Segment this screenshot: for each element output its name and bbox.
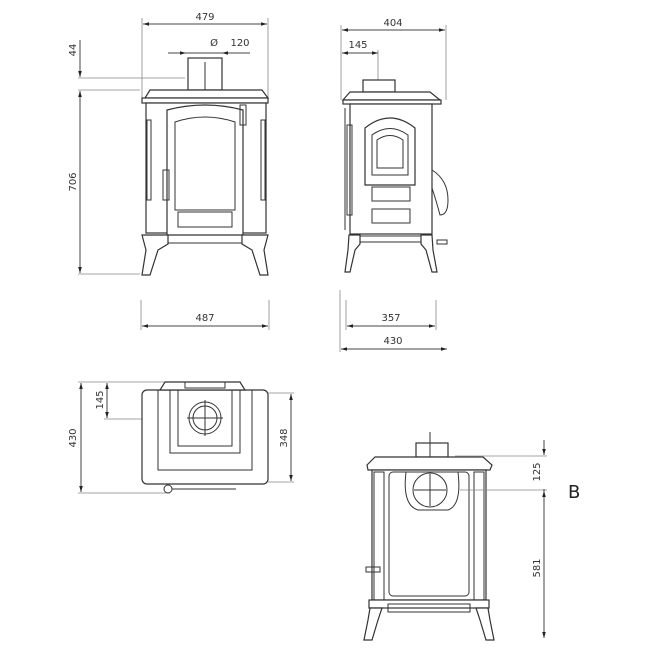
side-base-inner-label: 357 bbox=[381, 313, 400, 324]
side-base-outer-label: 430 bbox=[383, 336, 402, 347]
rear-view: 125 581 B bbox=[363, 432, 580, 641]
flue-diameter-label: 120 bbox=[230, 38, 249, 49]
top-view: 430 145 348 bbox=[68, 381, 294, 494]
view-label-b: B bbox=[568, 482, 580, 503]
rear-flue-height-label: 581 bbox=[532, 558, 543, 577]
flue-diameter-symbol: Ø bbox=[210, 37, 218, 49]
flue-height-label: 44 bbox=[68, 44, 79, 57]
total-height-label: 706 bbox=[68, 172, 79, 191]
side-width-label: 404 bbox=[383, 18, 402, 29]
front-view: 479 Ø 120 44 706 bbox=[68, 12, 270, 330]
top-body-depth-label: 348 bbox=[279, 428, 290, 447]
front-width-label: 479 bbox=[195, 12, 214, 23]
top-depth-label: 430 bbox=[68, 428, 79, 447]
side-flue-offset-label: 145 bbox=[348, 40, 367, 51]
base-width-label: 487 bbox=[195, 313, 214, 324]
top-flue-offset-label: 145 bbox=[95, 390, 106, 409]
side-view: 404 145 357 430 bbox=[339, 18, 449, 352]
rear-flue-top-label: 125 bbox=[532, 462, 543, 481]
